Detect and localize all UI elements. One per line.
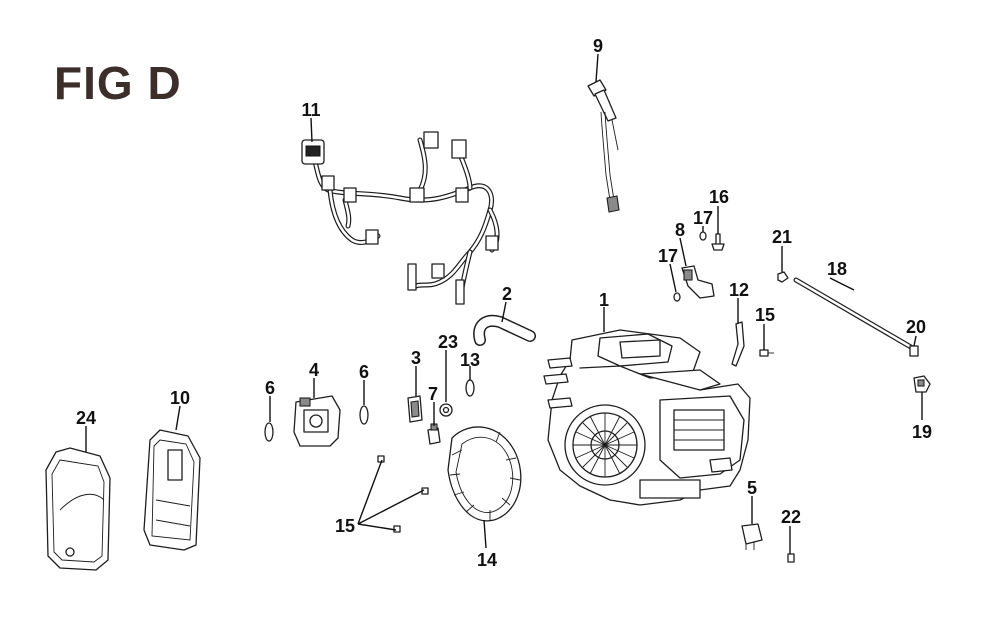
screw-right (759, 349, 774, 357)
callout-24: 24 (76, 408, 96, 428)
callout-15-left: 15 (335, 516, 355, 536)
filter-cover (45, 447, 111, 571)
bolt (711, 233, 725, 251)
figure-title: FIG D (54, 57, 182, 109)
callout-13: 13 (460, 350, 480, 370)
callout-8: 8 (675, 220, 685, 240)
callout-17-upper: 17 (693, 208, 713, 228)
leader-lines (85, 53, 923, 554)
callout-19: 19 (912, 422, 932, 442)
callout-6-right: 6 (359, 362, 369, 382)
washer-lower (673, 292, 681, 302)
callout-16: 16 (709, 187, 729, 207)
screw-lower-c (393, 525, 401, 533)
hose (473, 315, 536, 346)
sensor (427, 423, 441, 445)
callout-20: 20 (906, 317, 926, 337)
air-filter-housing (143, 429, 201, 551)
callout-9: 9 (593, 36, 603, 56)
callout-3: 3 (411, 348, 421, 368)
o-ring-right (359, 405, 369, 425)
spark-plug-lead (587, 79, 620, 213)
o-ring-left (264, 422, 274, 442)
callout-11: 11 (301, 100, 320, 120)
nut-small (909, 345, 919, 357)
callout-22: 22 (781, 507, 801, 527)
seal-ring (439, 403, 453, 417)
coupler (913, 375, 931, 393)
callout-5: 5 (747, 478, 757, 498)
fastener (787, 553, 795, 563)
wiring-harness (301, 131, 500, 305)
control-module (293, 395, 341, 447)
callout-21: 21 (772, 227, 792, 247)
callout-14: 14 (477, 550, 497, 570)
callout-labels: 1 2 3 4 5 6 6 7 8 9 10 11 12 13 14 15 15… (76, 36, 932, 570)
callout-4: 4 (309, 360, 319, 380)
nut-top (777, 271, 789, 283)
callout-2: 2 (502, 284, 512, 304)
callout-6-left: 6 (265, 378, 275, 398)
callout-18: 18 (827, 259, 847, 279)
fan-shroud (447, 426, 522, 522)
switch-bracket (681, 265, 715, 299)
rod (793, 277, 919, 353)
callout-17-lower: 17 (658, 246, 678, 266)
callout-15-right: 15 (755, 305, 775, 325)
callout-7: 7 (428, 384, 438, 404)
callout-10: 10 (170, 388, 190, 408)
callout-23: 23 (438, 332, 458, 352)
washer-upper (699, 231, 707, 241)
relay (741, 523, 763, 550)
callout-1: 1 (599, 290, 609, 310)
sensor-mount (731, 321, 745, 367)
grommet (407, 395, 423, 423)
clip (465, 379, 475, 397)
engine-assembly (543, 329, 751, 506)
callout-12: 12 (729, 280, 749, 300)
